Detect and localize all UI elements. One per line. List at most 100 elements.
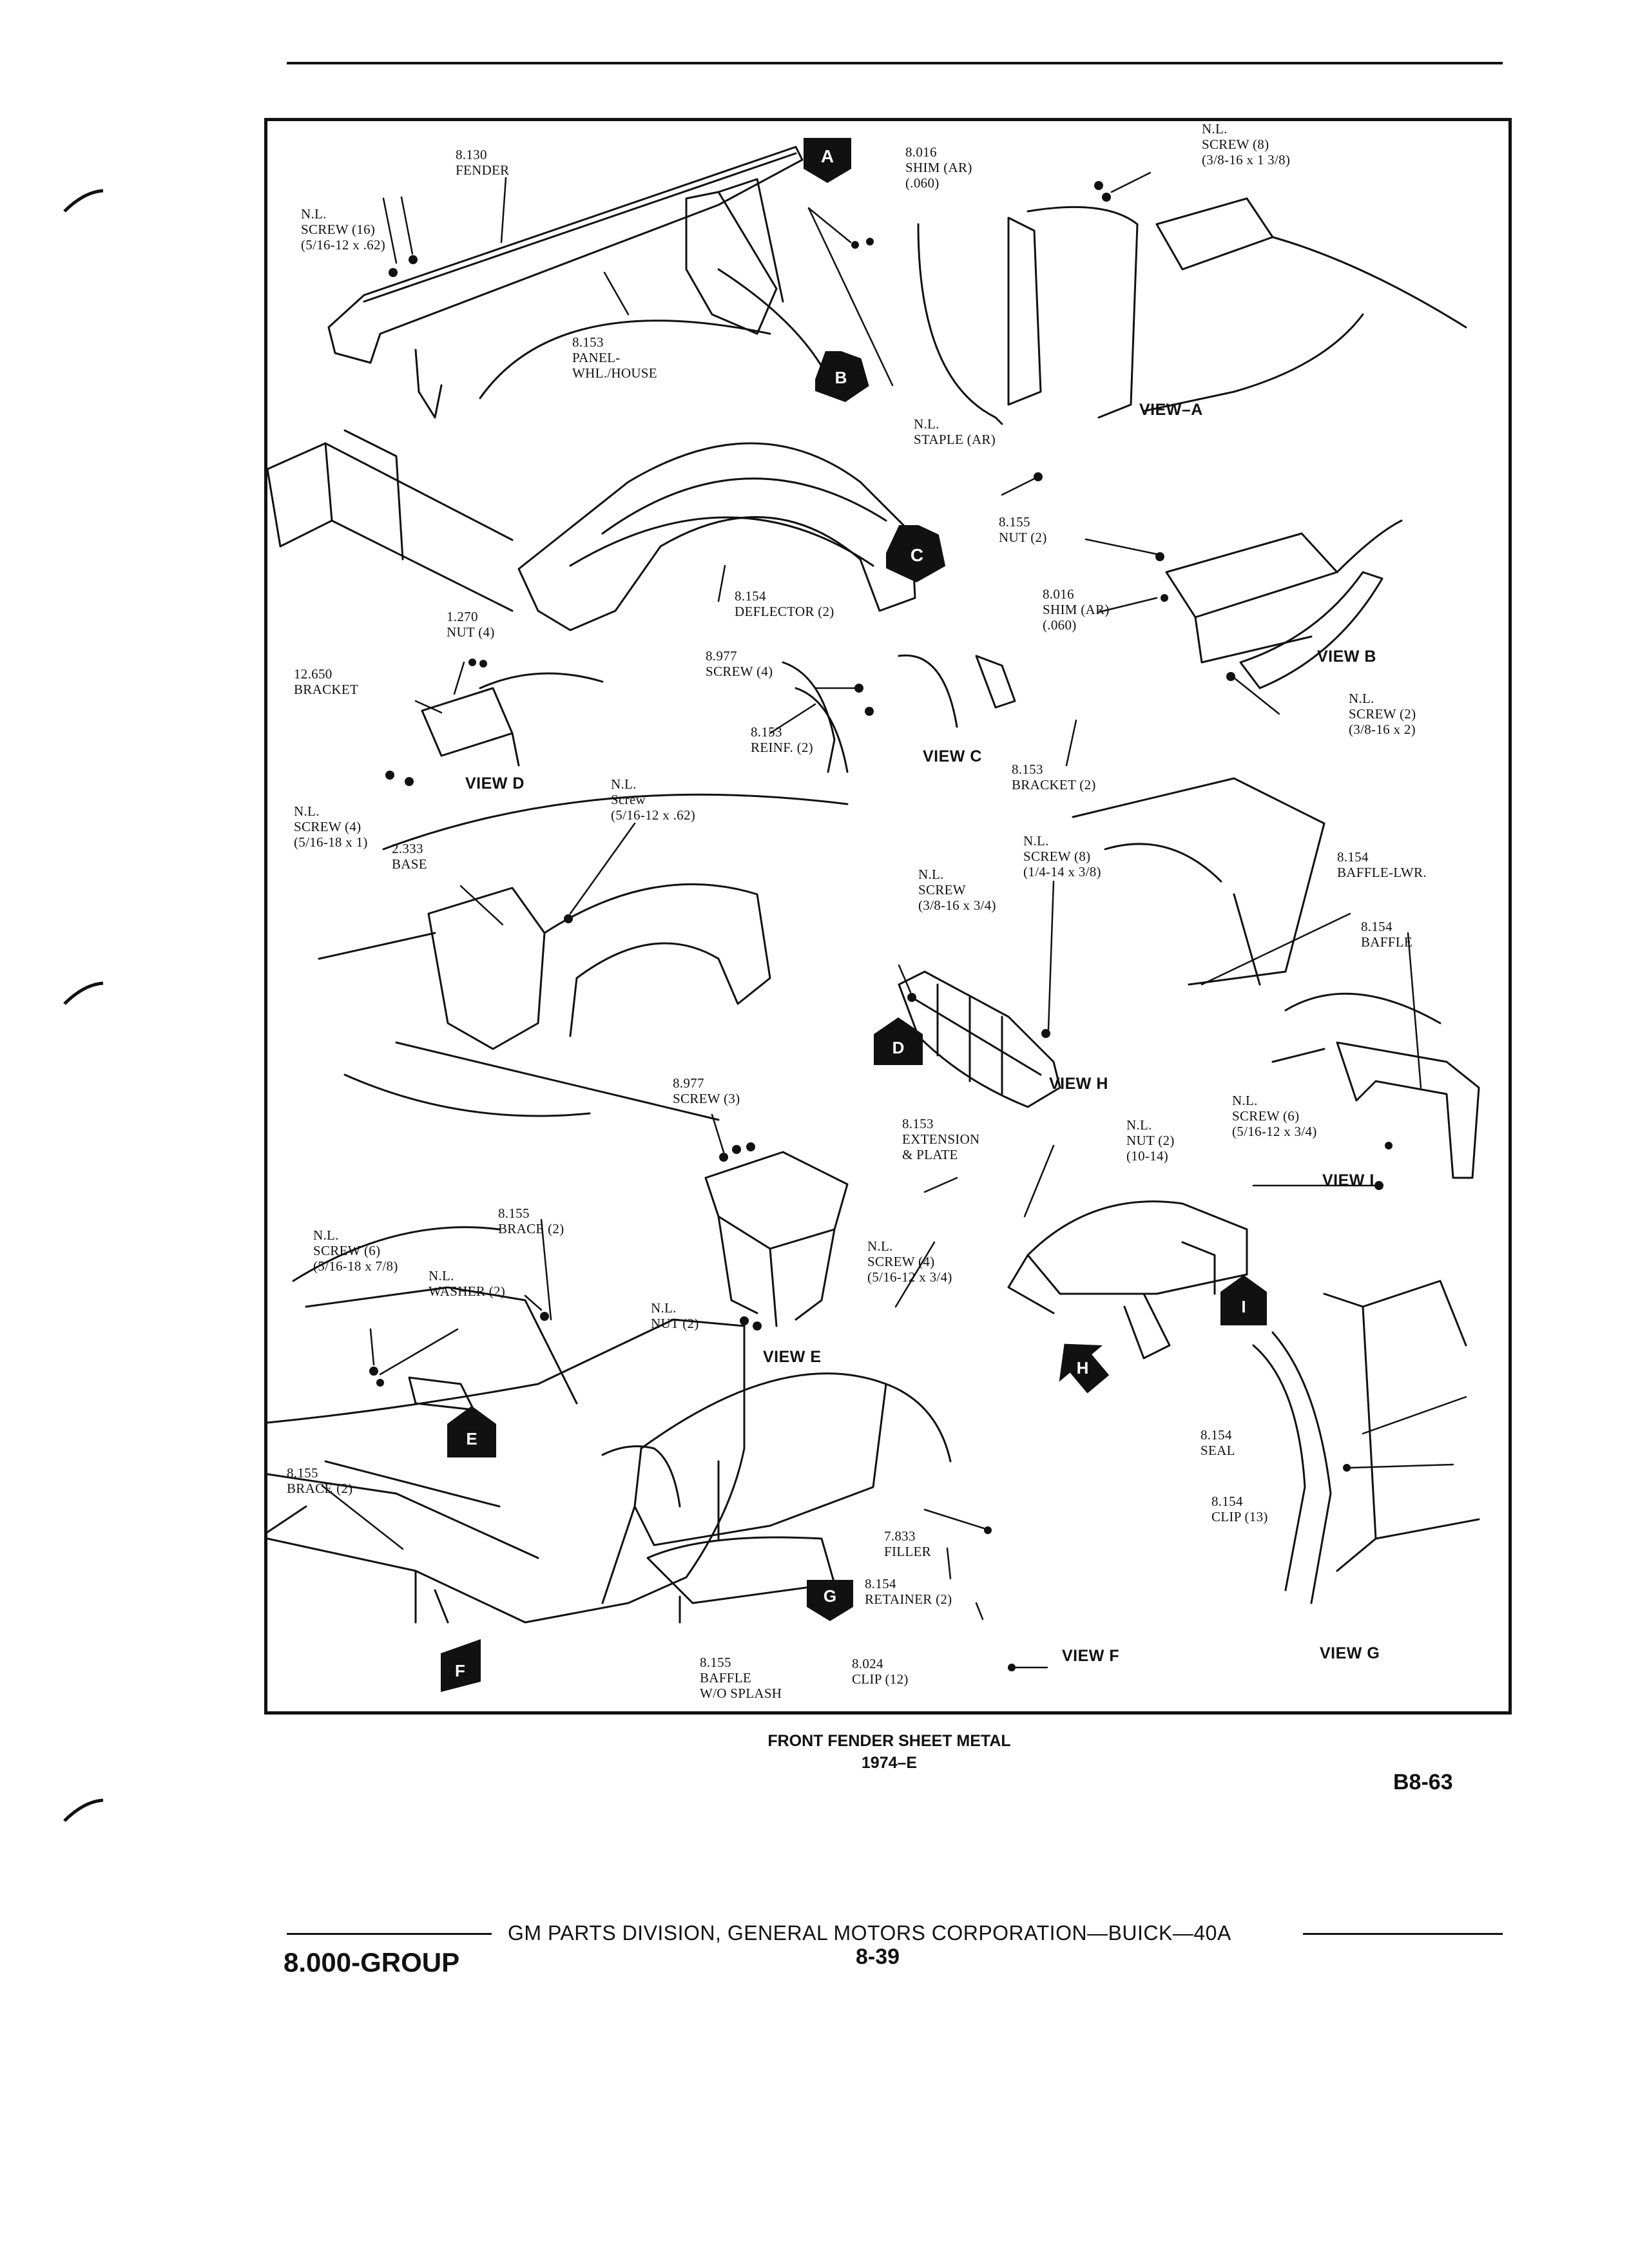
callout-line: BRACKET <box>294 682 359 697</box>
marker-i: I <box>1220 1275 1267 1325</box>
callout-line: N.L. <box>611 776 637 792</box>
callout-line: N.L. <box>429 1268 454 1283</box>
callout-screw-base: N.L.Screw(5/16-12 x .62) <box>611 776 695 823</box>
marker-f: F <box>441 1639 481 1692</box>
callout-line: (5/16-12 x .62) <box>611 807 696 823</box>
view-f-drawing <box>601 1372 952 1624</box>
frame-rail-drawing <box>267 429 514 612</box>
svg-text:I: I <box>1241 1297 1246 1316</box>
callout-line: SCREW (8) <box>1023 849 1091 864</box>
car-corner-drawing <box>267 1226 746 1624</box>
callout-line: EXTENSION <box>902 1131 980 1147</box>
callout-line: (3/8-16 x 2) <box>1349 722 1416 737</box>
marker-g: G <box>807 1580 853 1621</box>
marker-a: A <box>804 138 851 183</box>
callout-line: CLIP (12) <box>852 1671 909 1687</box>
callout-line: (5/16-12 x 3/4) <box>1232 1124 1317 1139</box>
callout-line: N.L. <box>301 206 327 222</box>
view-i-label: VIEW I <box>1322 1171 1374 1189</box>
callout-line: BRACE (2) <box>498 1221 564 1236</box>
callout-line: 8.155 <box>287 1465 318 1481</box>
callout-washer: N.L.WASHER (2) <box>429 1268 505 1299</box>
callout-line: N.L. <box>867 1238 893 1254</box>
callout-line: BRACE (2) <box>287 1481 353 1496</box>
svg-text:A: A <box>821 146 834 166</box>
callout-line: WHL./HOUSE <box>572 365 657 381</box>
callout-line: CLIP (13) <box>1211 1509 1268 1524</box>
callout-line: SCREW <box>918 882 966 898</box>
view-d-drawing <box>421 672 604 767</box>
top-rule <box>287 62 1503 64</box>
callout-line: W/O SPLASH <box>700 1686 782 1701</box>
callout-line: REINF. (2) <box>751 740 813 755</box>
fastener-symbols <box>369 181 1393 1671</box>
callout-line: 8.155 <box>498 1206 530 1221</box>
callout-line: 8.977 <box>706 648 737 664</box>
callout-line: (3/8-16 x 1 3/8) <box>1202 152 1291 168</box>
view-f-label: VIEW F <box>1062 1647 1120 1665</box>
callout-line: SCREW (2) <box>1349 706 1416 722</box>
callout-line: 8.153 <box>751 724 782 740</box>
marker-d: D <box>874 1017 923 1065</box>
fender-corner-drawing <box>1007 1200 1248 1360</box>
view-a-drawing <box>917 197 1467 425</box>
callout-line: (.060) <box>1043 617 1077 633</box>
callout-line: 1.270 <box>447 609 478 624</box>
view-i-drawing <box>1271 992 1480 1179</box>
callout-line: & PLATE <box>902 1147 958 1162</box>
view-c-label: VIEW C <box>923 747 982 765</box>
wheelhouse-drawing <box>479 268 916 631</box>
callout-line: NUT (2) <box>1126 1133 1175 1148</box>
callout-line: 8.153 <box>902 1116 934 1131</box>
callout-staple: N.L.STAPLE (AR) <box>914 416 996 447</box>
view-d-label: VIEW D <box>465 774 525 793</box>
callout-line: 8.155 <box>700 1655 731 1670</box>
callout-line: (5/16-12 x 3/4) <box>867 1269 952 1285</box>
callout-line: SCREW (4) <box>294 819 361 834</box>
callout-line: (.060) <box>905 175 940 191</box>
leader-lines <box>321 171 1467 1669</box>
callout-line: 7.833 <box>884 1528 916 1544</box>
callout-line: 8.153 <box>1012 762 1043 777</box>
callout-line: SCREW (8) <box>1202 137 1269 152</box>
footer-rule-right <box>1303 1933 1503 1935</box>
callout-line: N.L. <box>1126 1117 1152 1133</box>
callout-line: N.L. <box>1232 1093 1258 1108</box>
marker-c: C <box>886 525 946 582</box>
footer-group: 8.000-GROUP <box>284 1947 460 1977</box>
marker-b: B <box>815 351 869 402</box>
callout-line: BAFFLE <box>1361 934 1412 950</box>
svg-text:B: B <box>835 368 847 387</box>
fender-line-art <box>267 146 1480 1671</box>
callout-line: 8.154 <box>1361 919 1393 934</box>
callout-line: 8.016 <box>905 144 937 160</box>
view-g-label: VIEW G <box>1320 1644 1380 1662</box>
callout-line: 8.154 <box>735 588 766 604</box>
svg-text:G: G <box>824 1586 836 1606</box>
callout-line: N.L. <box>1202 121 1228 137</box>
callout-line: RETAINER (2) <box>865 1591 952 1607</box>
callout-screw-8-a: N.L.SCREW (8)(3/8-16 x 1 3/8) <box>1202 121 1290 168</box>
base-assembly-drawing <box>318 793 849 1121</box>
view-g-drawing <box>1252 1280 1480 1604</box>
footer-rule-left <box>287 1933 492 1935</box>
callout-line: SCREW (4) <box>867 1254 935 1269</box>
callout-line: 8.024 <box>852 1656 883 1671</box>
callout-line: SCREW (16) <box>301 222 376 237</box>
callout-line: 8.154 <box>1200 1427 1232 1443</box>
diagram-frame <box>264 118 1512 1715</box>
callout-line: N.L. <box>918 867 944 882</box>
